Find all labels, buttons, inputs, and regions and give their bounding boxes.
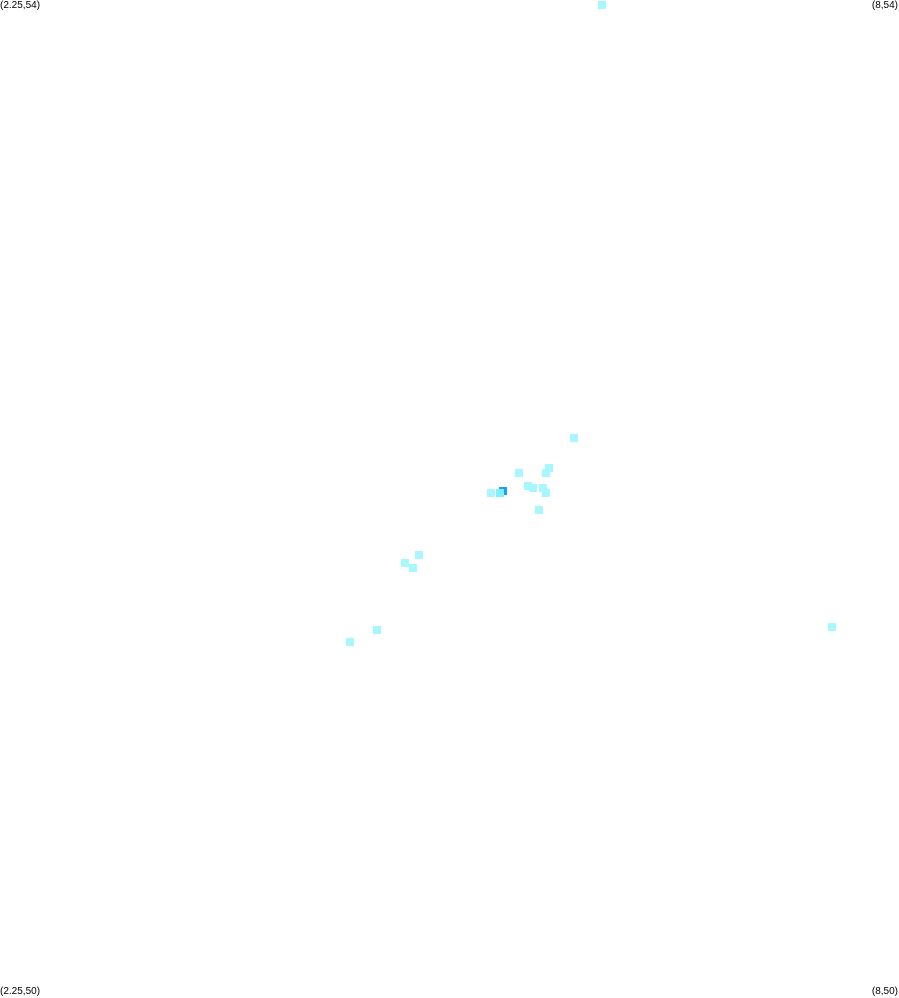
heat-cell: [487, 489, 495, 497]
heat-cell: [373, 626, 381, 634]
heat-cell: [515, 469, 523, 477]
heat-cell: [542, 469, 550, 477]
heat-cells: [346, 1, 836, 646]
heat-cell: [539, 484, 547, 492]
heat-cell: [542, 489, 550, 497]
heat-cell: [415, 551, 423, 559]
heat-cell: [570, 434, 578, 442]
corner-label-bottom-right: (8,50): [871, 986, 898, 997]
corner-label-bottom-left: (2.25,50): [0, 986, 41, 997]
heat-cell: [828, 623, 836, 631]
heat-cell: [535, 506, 543, 514]
corner-label-top-left: (2.25,54): [0, 0, 41, 11]
heat-cell: [346, 638, 354, 646]
corner-label-top-right: (8,54): [871, 0, 898, 11]
heat-cell: [401, 559, 409, 567]
heat-cell: [524, 482, 532, 490]
heat-cell: [529, 484, 537, 492]
heat-cell: [545, 464, 553, 472]
heat-cell: [496, 489, 504, 497]
heat-cell: [598, 1, 606, 9]
heat-cell: [409, 564, 417, 572]
